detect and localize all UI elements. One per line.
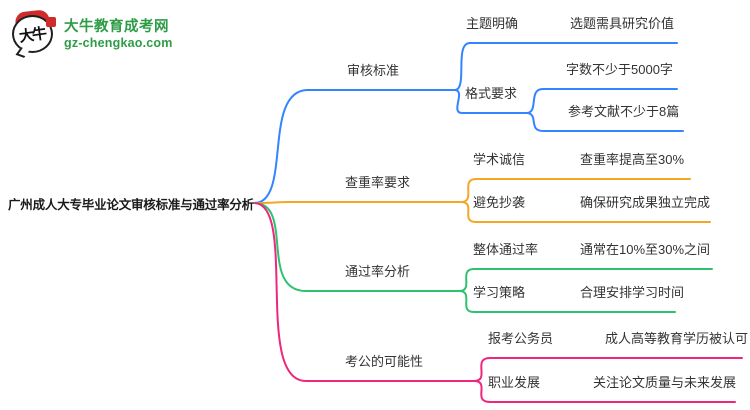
connector-plagiarism-requirements [254,201,463,204]
logo-site-name: 大牛教育成考网 [64,18,169,35]
site-logo: 大牛 大牛教育成考网 gz-chengkao.com [12,9,173,58]
leaf-research-value: 选题需具研究价值 [570,16,675,31]
connector-references-row [526,112,684,132]
daniu-bull-logo-icon: 大牛 [12,9,56,58]
connector-clear-theme-row [454,42,678,91]
leaf-independent-research: 确保研究成果独立完成 [580,195,711,210]
node-avoid-plagiarism: 避免抄袭 [473,195,526,210]
connector-word-count-row [526,88,678,114]
logo-characters: 大牛 [18,23,47,46]
logo-red-seal [46,17,56,27]
node-plagiarism-rate-requirements: 查重率要求 [345,175,411,190]
connector-academic-integrity-row [461,178,691,203]
node-review-standards: 审核标准 [347,63,400,78]
node-academic-integrity: 学术诚信 [473,152,526,167]
leaf-arrange-study-time: 合理安排学习时间 [580,285,685,300]
node-overall-pass-rate: 整体通过率 [473,242,539,257]
leaf-degree-recognized: 成人高等教育学历被认可 [605,331,749,346]
node-clear-theme: 主题明确 [466,16,519,31]
leaf-10-to-30-percent: 通常在10%至30%之间 [580,242,711,257]
connector-study-strategy-row [459,290,676,313]
node-career-development: 职业发展 [488,375,541,390]
leaf-word-count: 字数不少于5000字 [566,62,673,77]
connector-civil-service-exam-row [474,357,743,382]
connector-format-requirements [454,89,528,114]
node-pass-rate-analysis: 通过率分析 [345,264,411,279]
connector-pass-rate-analysis [254,202,461,292]
connector-civil-service-possibility [254,202,476,382]
node-format-requirements: 格式要求 [465,86,518,101]
node-study-strategy: 学习策略 [473,285,526,300]
connector-career-development-row [474,380,736,403]
logo-site-url: gz-chengkao.com [64,35,173,50]
leaf-rate-raised-30-percent: 查重率提高至30% [580,152,685,167]
node-civil-service-exam: 报考公务员 [488,331,554,346]
node-civil-service-possibility: 考公的可能性 [345,354,424,369]
connector-overall-pass-rate-row [459,268,713,292]
logo-text-block: 大牛教育成考网 gz-chengkao.com [64,19,173,50]
leaf-references: 参考文献不少于8篇 [568,104,680,119]
leaf-thesis-quality-future: 关注论文质量与未来发展 [593,375,737,390]
connector-review-standards [254,89,456,204]
connector-avoid-plagiarism-row [461,201,711,223]
mindmap-root-title: 广州成人大专毕业论文审核标准与通过率分析 [8,198,255,212]
logo-bubble-tail [15,47,30,58]
